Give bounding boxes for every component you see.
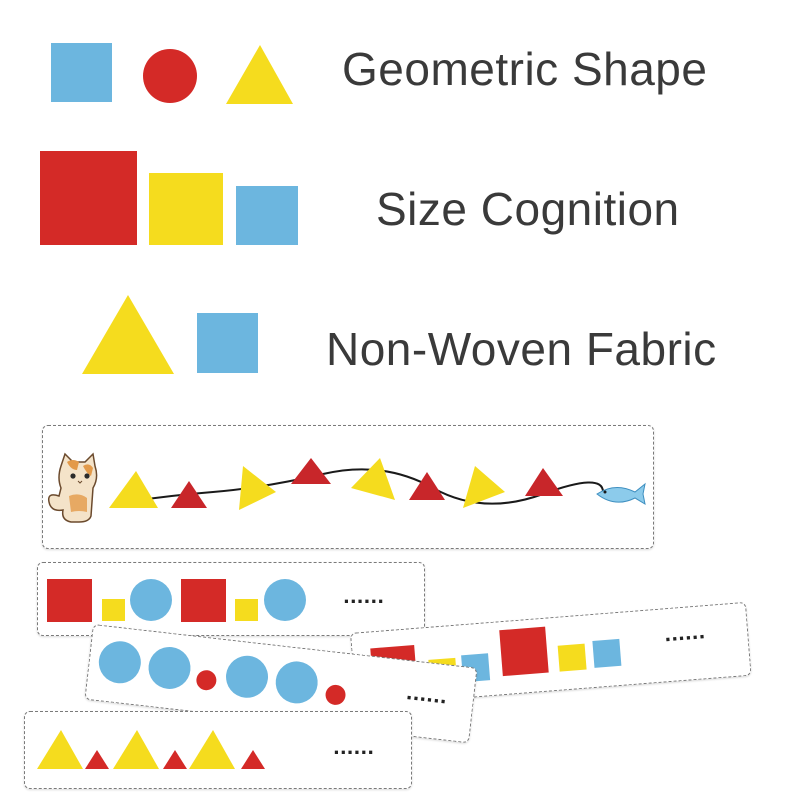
label-geometric-shape: Geometric Shape bbox=[342, 43, 708, 95]
continuation-dots: ...... bbox=[663, 622, 706, 647]
path-red-triangle bbox=[171, 481, 207, 508]
red-square bbox=[47, 579, 92, 622]
path-red-triangle bbox=[409, 472, 445, 500]
yellow-triangle bbox=[189, 730, 235, 769]
pattern-card-circles: ...... bbox=[84, 624, 478, 744]
red-circle bbox=[325, 684, 346, 705]
large-red-square bbox=[40, 151, 137, 245]
squares-circles-art bbox=[47, 579, 306, 622]
path-yellow-triangle bbox=[109, 471, 158, 508]
continuation-dots: ...... bbox=[343, 587, 385, 608]
red-square bbox=[181, 579, 226, 622]
blue-square bbox=[592, 638, 622, 668]
blue-circle bbox=[98, 641, 141, 684]
path-yellow-triangle bbox=[463, 466, 505, 508]
fish-icon bbox=[596, 482, 646, 506]
blue-circle bbox=[130, 579, 172, 621]
blue-circle bbox=[264, 579, 306, 621]
yellow-square bbox=[557, 643, 587, 672]
continuation-dots: ...... bbox=[333, 738, 375, 759]
label-non-woven-fabric: Non-Woven Fabric bbox=[326, 323, 717, 375]
legend-shapes bbox=[40, 43, 298, 374]
yellow-triangle-large bbox=[82, 295, 174, 374]
path-yellow-triangle bbox=[351, 458, 395, 500]
red-triangle bbox=[85, 750, 109, 769]
pattern-card-triangles: ...... bbox=[24, 711, 412, 789]
pattern-card-triangles-path bbox=[42, 425, 654, 549]
yellow-triangle bbox=[37, 730, 83, 769]
red-triangle bbox=[241, 750, 265, 769]
continuation-dots: ...... bbox=[404, 682, 449, 709]
yellow-square bbox=[235, 599, 258, 621]
blue-square-fabric bbox=[197, 313, 258, 373]
label-size-cognition: Size Cognition bbox=[376, 183, 680, 235]
triangle-path-art bbox=[47, 452, 646, 523]
blue-circle bbox=[226, 655, 269, 698]
path-yellow-triangle bbox=[239, 466, 276, 510]
circles-art bbox=[98, 641, 346, 705]
path-red-triangle bbox=[525, 468, 563, 496]
small-blue-square bbox=[236, 186, 298, 245]
blue-square bbox=[51, 43, 112, 102]
blue-circle bbox=[148, 646, 191, 689]
red-square bbox=[499, 626, 549, 677]
yellow-triangle bbox=[113, 730, 159, 769]
medium-yellow-square bbox=[149, 173, 223, 245]
path-red-triangle bbox=[291, 458, 331, 484]
cat-icon bbox=[47, 452, 98, 523]
blue-circle bbox=[275, 661, 318, 704]
pattern-card-squares-circles: ...... bbox=[37, 562, 425, 636]
red-circle bbox=[143, 49, 197, 103]
yellow-triangle bbox=[226, 45, 293, 104]
yellow-square bbox=[102, 599, 125, 621]
triangles-art bbox=[37, 730, 265, 769]
red-triangle bbox=[163, 750, 187, 769]
red-circle bbox=[196, 670, 217, 691]
